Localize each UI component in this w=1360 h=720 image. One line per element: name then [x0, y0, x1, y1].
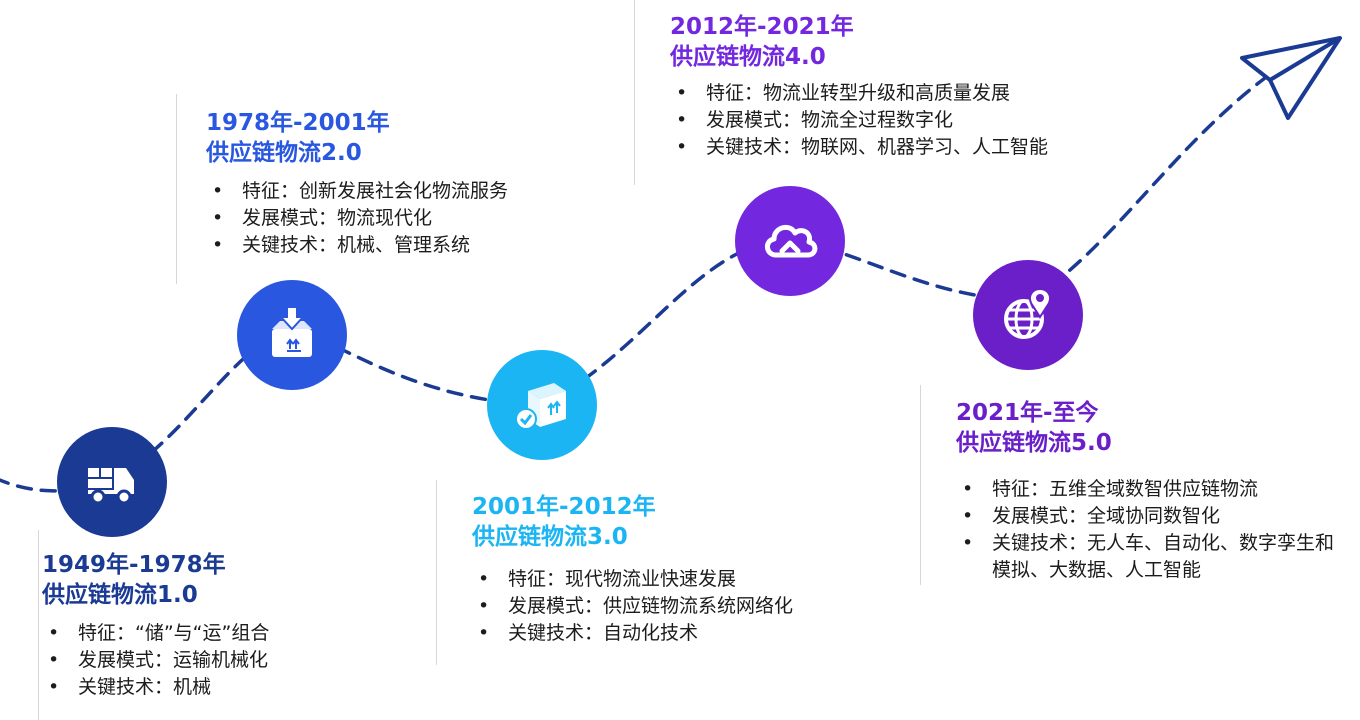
stage-4-bullet: 发展模式：物流全过程数字化 [670, 107, 1048, 134]
stage-5-text: 2021年-至今 供应链物流5.0 特征：五维全域数智供应链物流 发展模式：全域… [956, 398, 1356, 584]
stage-3-circle [487, 350, 597, 460]
stage-4-title: 供应链物流4.0 [670, 44, 826, 70]
stage-4-period: 2012年-2021年 [670, 14, 854, 40]
box-download-icon [272, 306, 312, 357]
stage-2-circle [237, 280, 347, 390]
stage-3-divider [436, 480, 437, 665]
stage-2-bullet: 发展模式：物流现代化 [206, 205, 508, 232]
stage-1-circle [57, 427, 167, 537]
stage-4-bullet: 关键技术：物联网、机器学习、人工智能 [670, 134, 1048, 161]
stage-2-period: 1978年-2001年 [206, 110, 390, 136]
stage-3-bullet: 发展模式：供应链物流系统网络化 [472, 593, 793, 620]
stage-5-bullet: 特征：五维全域数智供应链物流 [956, 476, 1356, 503]
stage-3-text: 2001年-2012年 供应链物流3.0 特征：现代物流业快速发展 发展模式：供… [472, 492, 793, 647]
stage-1-period: 1949年-1978年 [42, 552, 226, 578]
stage-2-bullet: 关键技术：机械、管理系统 [206, 232, 508, 259]
stage-1-title: 供应链物流1.0 [42, 582, 198, 608]
stage-5-period: 2021年-至今 [956, 400, 1099, 426]
stage-4-text: 2012年-2021年 供应链物流4.0 特征：物流业转型升级和高质量发展 发展… [670, 12, 1048, 161]
stage-5-bullet: 关键技术：无人车、自动化、数字孪生和模拟、大数据、人工智能 [956, 530, 1352, 584]
stage-5-divider [920, 385, 921, 585]
stage-1-bullet: 发展模式：运输机械化 [42, 647, 269, 674]
box-check-icon [515, 383, 566, 430]
stage-3-title: 供应链物流3.0 [472, 524, 628, 550]
stage-3-period: 2001年-2012年 [472, 494, 656, 520]
stage-2-bullet: 特征：创新发展社会化物流服务 [206, 178, 508, 205]
stage-3-bullet: 关键技术：自动化技术 [472, 620, 793, 647]
stage-1-divider [38, 530, 39, 720]
stage-2-text: 1978年-2001年 供应链物流2.0 特征：创新发展社会化物流服务 发展模式… [206, 108, 508, 259]
cloud-icon [765, 224, 818, 258]
stage-1-bullet: 特征：“储”与“运”组合 [42, 620, 269, 647]
stage-5-circle [973, 260, 1083, 370]
stage-5-title: 供应链物流5.0 [956, 430, 1112, 456]
stage-1-text: 1949年-1978年 供应链物流1.0 特征：“储”与“运”组合 发展模式：运… [42, 550, 269, 701]
stage-5-bullet: 发展模式：全域协同数智化 [956, 503, 1356, 530]
stage-3-bullet: 特征：现代物流业快速发展 [472, 566, 793, 593]
globe-location-icon [1004, 287, 1051, 339]
stage-4-divider [634, 0, 635, 185]
stage-4-circle [735, 186, 845, 296]
stage-2-title: 供应链物流2.0 [206, 140, 362, 166]
paper-plane-icon [1240, 36, 1342, 120]
stage-1-bullet: 关键技术：机械 [42, 674, 269, 701]
stage-4-bullet: 特征：物流业转型升级和高质量发展 [670, 80, 1048, 107]
stage-2-divider [176, 94, 177, 284]
truck-icon [88, 468, 134, 505]
